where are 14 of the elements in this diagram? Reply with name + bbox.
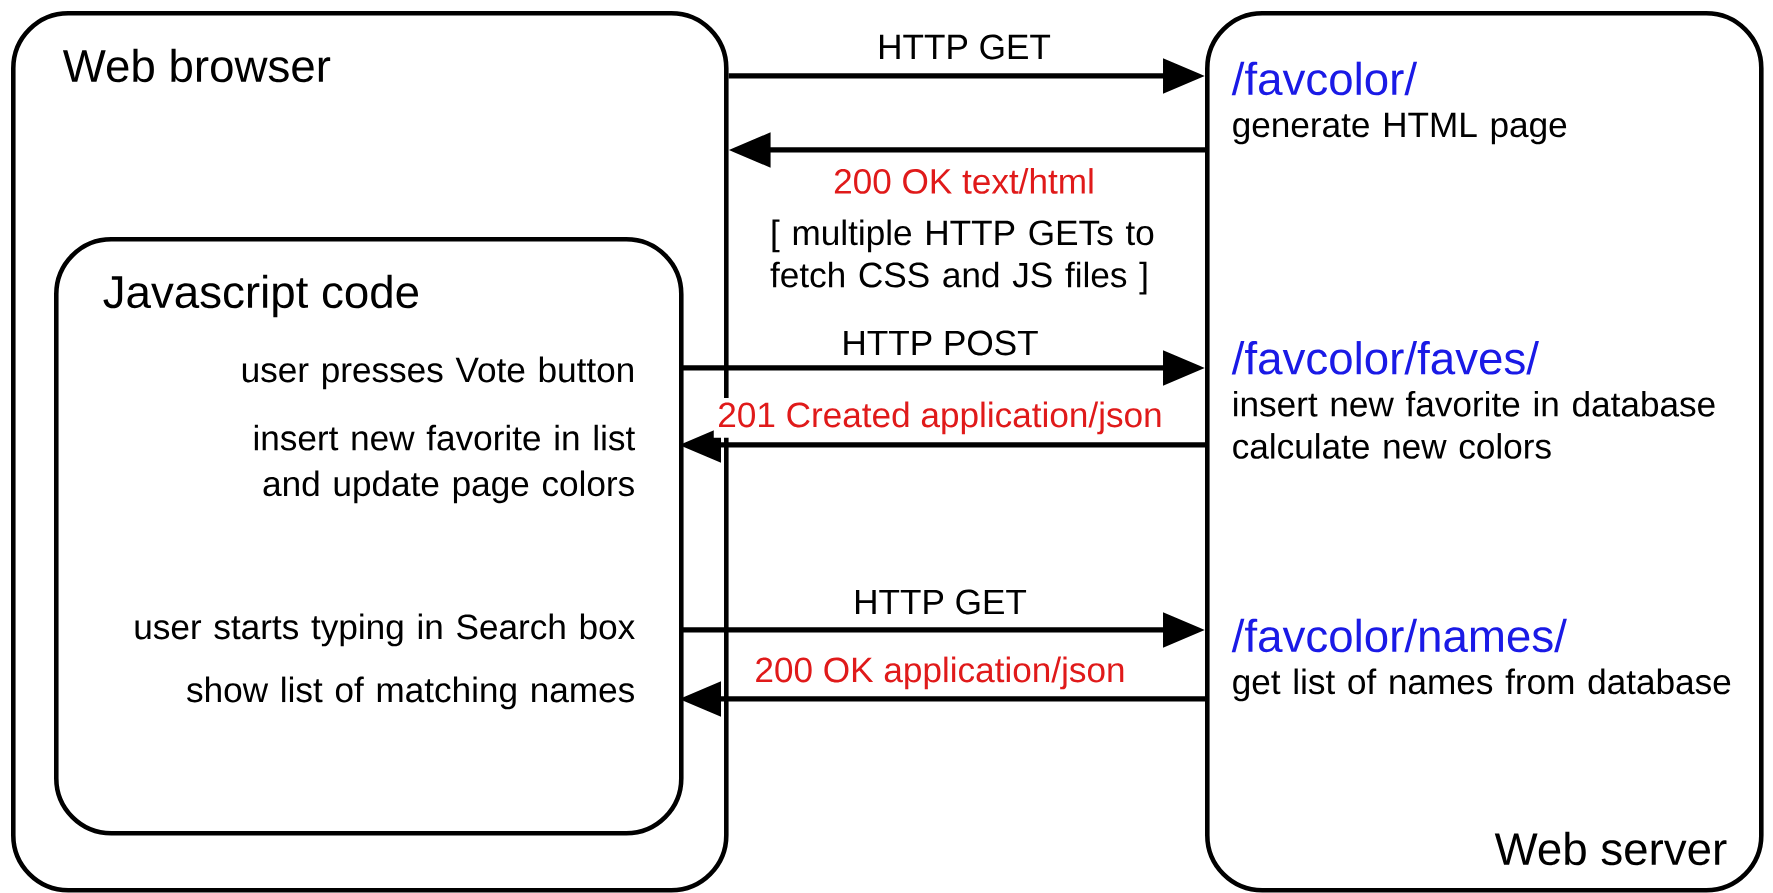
endpoint-text: /favcolor/names/ get list of names from database	[1231, 618, 1731, 702]
edge-label: HTTP POST	[837, 327, 1043, 359]
edge-label: 200 OK text/html	[829, 164, 1099, 198]
edge-label: HTTP GET	[873, 31, 1055, 63]
note-text: [ multiple HTTP GETs to fetch CSS and JS files ]	[770, 219, 1154, 295]
step-text: user presses Vote button	[242, 356, 633, 390]
step-text: user starts typing in Search box	[135, 613, 635, 647]
step-text: insert new favorite in list and update page colors	[254, 424, 635, 504]
edge-label: 200 OK application/json	[750, 653, 1130, 693]
edge-label: 201 Created application/json	[713, 398, 1167, 438]
edge-label: HTTP GET	[849, 586, 1031, 618]
step-text: show list of matching names	[187, 676, 634, 710]
endpoint-text: /favcolor/faves/ insert new favorite in database calculate new colors	[1231, 341, 1715, 459]
endpoint-text: /favcolor/ generate HTML page	[1231, 61, 1567, 145]
